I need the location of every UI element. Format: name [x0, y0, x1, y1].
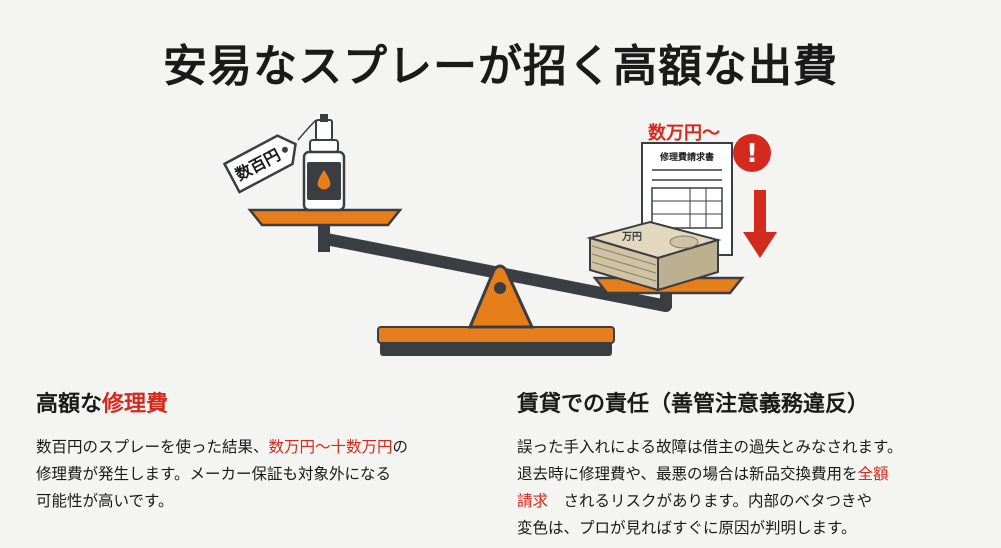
arrow-down-icon — [743, 190, 777, 258]
rental-liability-heading: 賃貸での責任（善管注意義務違反） — [517, 392, 870, 417]
warning-mark: ! — [746, 139, 758, 169]
left-pan — [247, 208, 403, 227]
repair-cost-text: 数百円のスプレーを使った結果、数万円〜十数万円の 修理費が発生します。メーカー保… — [36, 438, 409, 510]
money-label: 万円 — [621, 231, 642, 243]
fulcrum-pin — [494, 282, 506, 294]
money-stack-icon: 万円 — [586, 220, 722, 292]
page-title: 安易なスプレーが招く高額な出費 — [163, 41, 838, 92]
scale-fulcrum — [467, 264, 535, 329]
scale-base — [380, 342, 612, 356]
balance-scale-illustration: 数百円 修理費請求書 万円 数万円〜 ! — [222, 114, 777, 356]
rental-liability-section: 賃貸での責任（善管注意義務違反） 誤った手入れによる故障は借主の過失とみなされま… — [517, 386, 987, 542]
repair-cost-heading: 高額な修理費 — [36, 392, 169, 417]
spray-bottle-icon — [302, 114, 346, 212]
cost-label: 数万円〜 — [648, 122, 720, 144]
price-tag: 数百円 — [222, 134, 297, 194]
warning-icon: ! — [733, 134, 771, 172]
rental-liability-text: 誤った手入れによる故障は借主の過失とみなされます。 退去時に修理費や、最悪の場合… — [517, 438, 903, 537]
invoice-title: 修理費請求書 — [659, 151, 714, 163]
scale-base-top — [377, 326, 615, 344]
repair-cost-section: 高額な修理費 数百円のスプレーを使った結果、数万円〜十数万円の 修理費が発生しま… — [36, 386, 486, 515]
